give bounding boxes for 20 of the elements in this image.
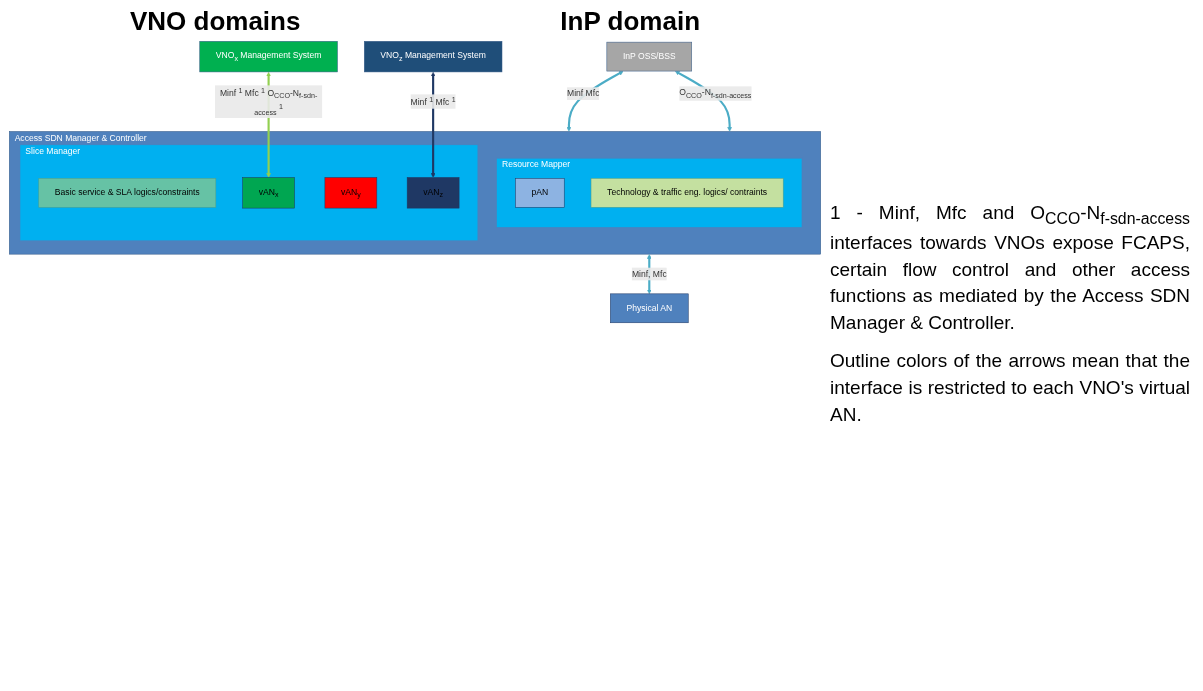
arrow [430, 71, 436, 178]
node-box: VNO$_{z}$ Management System [364, 41, 503, 73]
arrow [566, 70, 624, 132]
node-box: Physical AN [610, 293, 689, 324]
node-box: InP OSS/BSS [606, 41, 692, 72]
node-box: Basic service & SLA logics/constraints [38, 178, 217, 208]
edge-label: Minf $^{1}$ Mfc $^{1}$ [410, 95, 456, 107]
node-box: vAN$_{y}$ [324, 177, 378, 209]
domain-heading: InP domain [560, 6, 700, 37]
node-box: VNO$_{x}$ Management System [199, 41, 338, 73]
node-box: pAN [515, 178, 565, 208]
footnote-text: Outline colors of the arrows mean that the interface is restricted to each VNO's virtual AN. [830, 349, 1190, 427]
node-box: Technology & traffic eng. logics/ contraints [590, 178, 784, 208]
edge-label: O$_{CCO}$-N$_{f-sdn-access}$ [679, 87, 752, 100]
domain-heading: VNO domains [129, 6, 301, 37]
edge-label: Minf, Mfc [631, 269, 667, 279]
edge-label: Minf Mfc [567, 88, 600, 98]
footnote-text: 1 - Minf, Mfc and O$_{CCO}$-N$_{f-sdn-access}$ interfaces towards VNOs expose FCAPS, certain flow control and other access functions as mediated by the Access SDN Manager & Controller. [830, 201, 1190, 335]
node-box: vAN$_{x}$ [242, 177, 295, 209]
node-box: vAN$_{z}$ [406, 177, 460, 209]
